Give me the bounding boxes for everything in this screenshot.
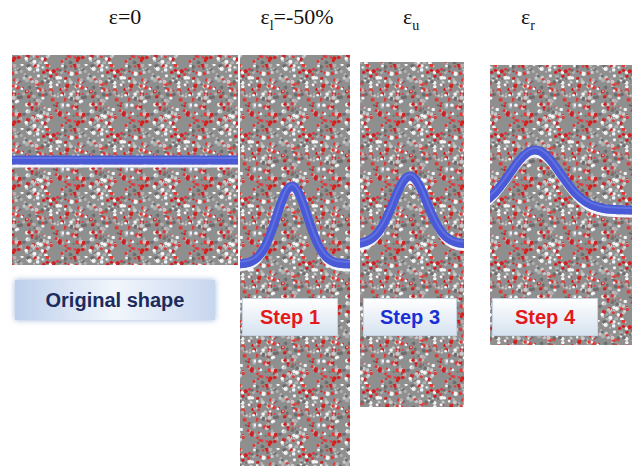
step-text: Step 3 [380, 306, 440, 329]
strain-label: εu [403, 6, 419, 28]
subscript: u [412, 18, 419, 33]
strain-text: ε [260, 4, 269, 29]
band-highlight [12, 157, 238, 159]
shape-label-box: Original shape [15, 280, 215, 320]
strain-text: ε [403, 4, 412, 29]
step-text: Original shape [46, 289, 185, 312]
subscript: l [270, 18, 274, 33]
atom-panel [12, 55, 238, 265]
atom-panel [240, 55, 350, 466]
step-label-box: Step 1 [242, 298, 338, 336]
interface-edge [12, 165, 238, 168]
strain-label: ε=0 [109, 6, 142, 28]
band-highlight [360, 174, 464, 242]
graphene-band [12, 156, 238, 165]
graphene-band [490, 150, 632, 210]
strain-label: εl=-50% [260, 6, 333, 28]
step-label-box: Step 3 [363, 298, 457, 336]
band-highlight [240, 184, 350, 262]
atom-panel [360, 62, 464, 407]
step-text: Step 4 [515, 306, 575, 329]
strain-label: εr [521, 6, 535, 28]
strain-text: ε [521, 4, 530, 29]
subscript: r [530, 18, 535, 33]
strain-text: ε=0 [109, 4, 142, 29]
strain-text: =-50% [274, 4, 334, 29]
graphene-band [240, 186, 350, 264]
step-text: Step 1 [260, 306, 320, 329]
atom-panel [490, 65, 632, 345]
band-highlight [490, 148, 632, 208]
step-label-box: Step 4 [492, 298, 598, 336]
